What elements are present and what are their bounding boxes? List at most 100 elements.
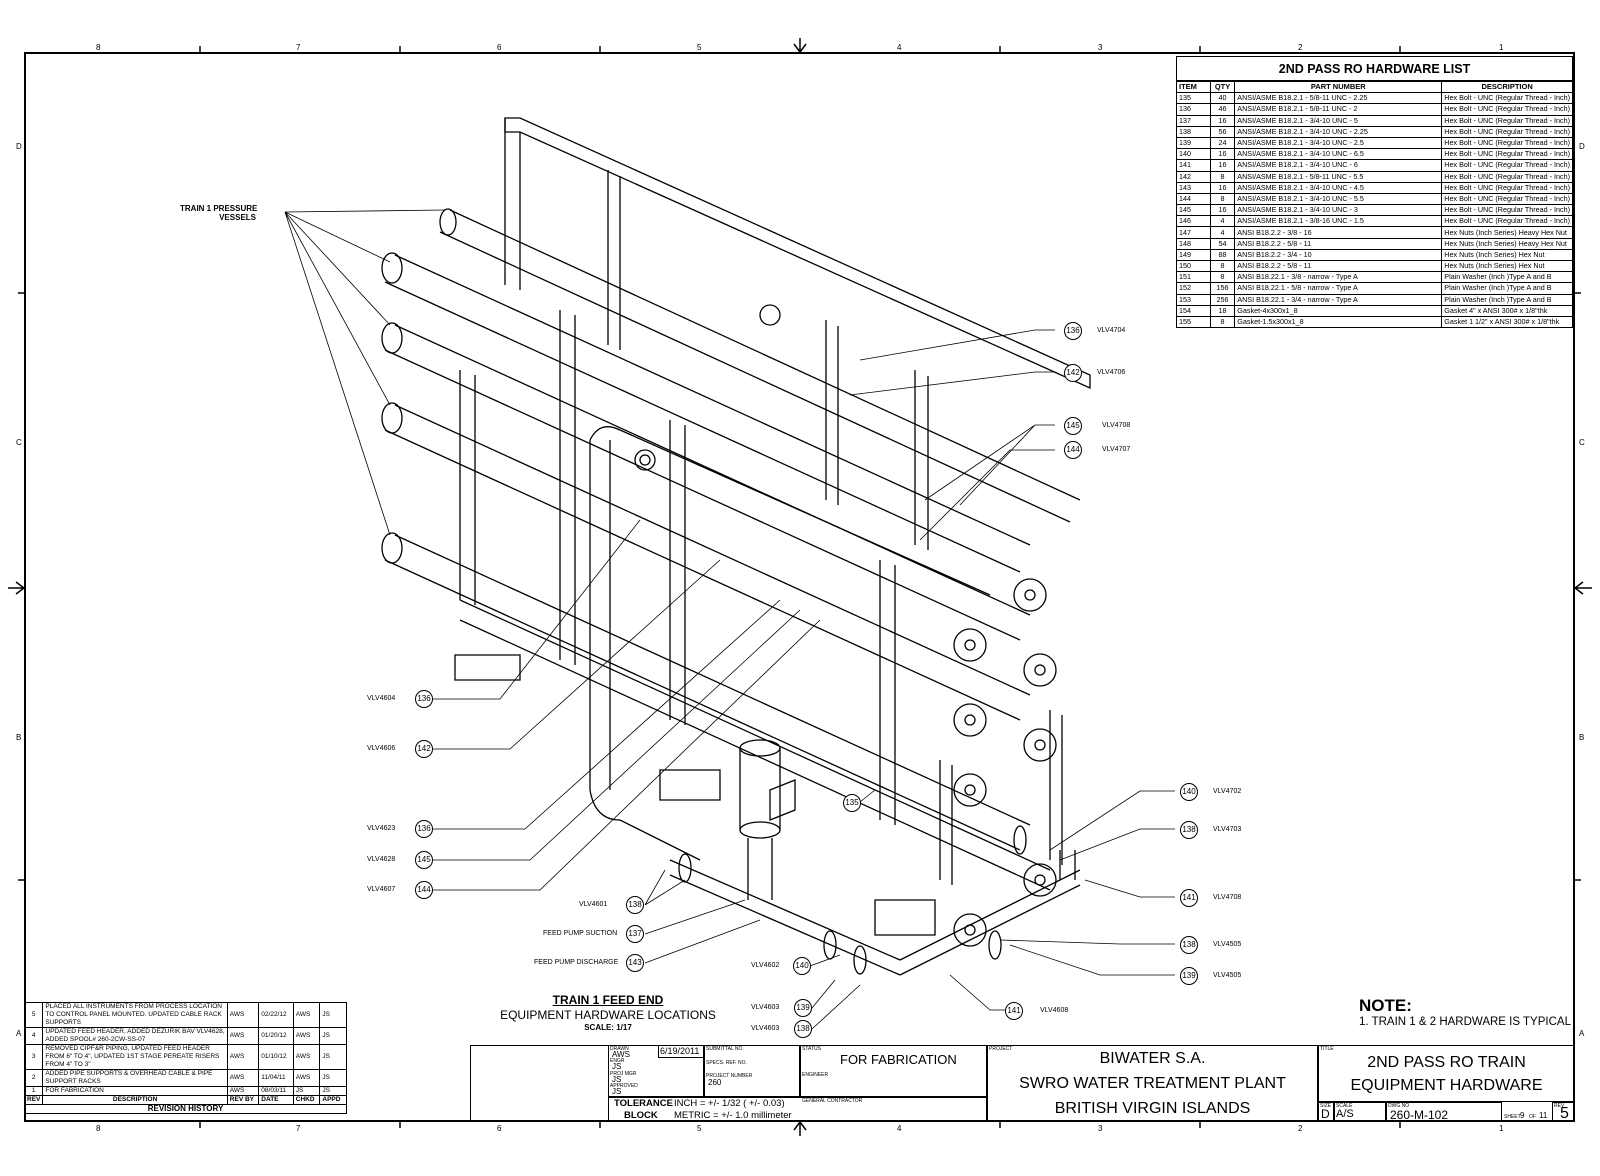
valve-tag: VLV4704 <box>1097 327 1126 334</box>
zone-letter: C <box>16 438 22 447</box>
qty-cell: 8 <box>1209 192 1236 206</box>
item-cell: 145 <box>1176 204 1211 217</box>
column-header: REV <box>23 1095 44 1105</box>
valve-tag: VLV4602 <box>751 962 780 969</box>
gc-label: GENERAL CONTRACTOR <box>802 1098 863 1104</box>
item-bubble: 141 <box>1180 889 1198 907</box>
chkd-cell: AWS <box>292 1027 321 1045</box>
zone-number: 8 <box>96 1124 101 1133</box>
zone-number: 1 <box>1499 43 1504 52</box>
part-number-cell: ANSI B18.22.1 - 3/8 - narrow - Type A <box>1234 271 1443 284</box>
tolerance-metric: METRIC = +/- 1.0 millimeter <box>674 1110 792 1121</box>
valve-tag: VLV4706 <box>1097 369 1126 376</box>
appd-cell: JS <box>319 1086 347 1096</box>
qty-cell: 4 <box>1209 226 1236 239</box>
qty-cell: 16 <box>1209 204 1236 217</box>
view-scale: SCALE: 1/17 <box>584 1023 632 1032</box>
appd-cell: JS <box>319 1069 347 1087</box>
valve-tag: VLV4608 <box>1040 1007 1069 1014</box>
column-header: APPD <box>319 1095 347 1105</box>
column-header: ITEM <box>1176 80 1211 94</box>
qty-cell: 56 <box>1209 125 1236 138</box>
note-title: NOTE: <box>1359 996 1412 1015</box>
item-bubble: 135 <box>843 794 861 812</box>
item-cell: 151 <box>1176 271 1211 284</box>
column-header: REV BY <box>226 1095 260 1105</box>
description-cell: Hex Bolt - UNC (Regular Thread - Inch) <box>1441 215 1573 228</box>
project-cell <box>987 1045 1318 1122</box>
dwg-no-cell <box>1386 1102 1502 1122</box>
callout-line: VESSELS <box>219 213 256 222</box>
zone-number: 8 <box>96 43 101 52</box>
valve-tag: VLV4707 <box>1102 446 1131 453</box>
item-cell: 146 <box>1176 215 1211 228</box>
rev-label: REV <box>1554 1103 1565 1109</box>
item-cell: 142 <box>1176 170 1211 183</box>
rev-by-cell: AWS <box>226 1027 260 1045</box>
zone-number: 1 <box>1499 1124 1504 1133</box>
item-cell: 138 <box>1176 125 1211 138</box>
rev-description-cell: FOR FABRICATION <box>42 1086 228 1096</box>
qty-cell: 24 <box>1209 136 1236 150</box>
valve-tag: FEED PUMP SUCTION <box>543 930 618 937</box>
item-bubble: 142 <box>1064 364 1082 382</box>
description-cell: Hex Bolt - UNC (Regular Thread - Inch) <box>1441 170 1573 183</box>
rev-number-cell: 4 <box>23 1027 44 1045</box>
part-number-cell: ANSI B18.2.2 - 3/8 - 16 <box>1234 226 1443 239</box>
description-cell: Hex Bolt - UNC (Regular Thread - Inch) <box>1441 192 1573 206</box>
item-cell: 136 <box>1176 103 1211 116</box>
item-bubble: 136 <box>415 690 433 708</box>
view-subtitle: EQUIPMENT HARDWARE LOCATIONS <box>500 1008 716 1022</box>
item-cell: 149 <box>1176 248 1211 262</box>
item-bubble: 137 <box>626 925 644 943</box>
chkd-cell: AWS <box>292 1002 321 1028</box>
zone-number: 2 <box>1298 1124 1303 1133</box>
qty-cell: 156 <box>1209 282 1236 295</box>
zone-number: 6 <box>497 43 502 52</box>
rev-date-cell: 08/03/11 <box>258 1086 294 1096</box>
approved-value: JS <box>612 1087 622 1096</box>
zone-letter: C <box>1579 438 1585 447</box>
part-number-cell: ANSI B18.2.2 - 5/8 - 11 <box>1234 259 1443 273</box>
item-bubble: 144 <box>415 881 433 899</box>
item-cell: 148 <box>1176 237 1211 250</box>
rev-description-cell: REMOVED CIPF&R PIPING, UPDATED FEED HEAD… <box>42 1044 228 1070</box>
qty-cell: 16 <box>1209 181 1236 194</box>
submittal-label: SUBMITTAL NO. <box>706 1046 744 1052</box>
status-label: STATUS <box>802 1046 821 1052</box>
item-cell: 143 <box>1176 181 1211 194</box>
rev-by-cell: AWS <box>226 1044 260 1070</box>
chkd-cell: AWS <box>292 1069 321 1087</box>
status-cell <box>800 1045 987 1097</box>
qty-cell: 54 <box>1209 237 1236 250</box>
valve-tag: VLV4607 <box>367 886 396 893</box>
submittal-cell <box>704 1045 800 1097</box>
callout-line: TRAIN 1 PRESSURE <box>180 204 258 213</box>
qty-cell: 16 <box>1209 159 1236 172</box>
valve-tag: VLV4702 <box>1213 788 1242 795</box>
part-number-cell: ANSI/ASME B18.2.1 - 5/8-11 UNC - 5.5 <box>1234 170 1443 183</box>
rev-by-cell: AWS <box>226 1002 260 1028</box>
zone-number: 5 <box>697 1124 702 1133</box>
column-header: QTY <box>1209 80 1236 94</box>
tolerance-label: TOLERANCE <box>614 1098 673 1109</box>
item-cell: 147 <box>1176 226 1211 239</box>
engr-value: JS <box>612 1062 622 1071</box>
rev-value: 5 <box>1560 1105 1569 1122</box>
part-number-cell: ANSI/ASME B18.2.1 - 3/8-16 UNC - 1.5 <box>1234 215 1443 228</box>
rev-date-cell: 01/20/12 <box>258 1027 294 1045</box>
qty-cell: 18 <box>1209 304 1236 317</box>
